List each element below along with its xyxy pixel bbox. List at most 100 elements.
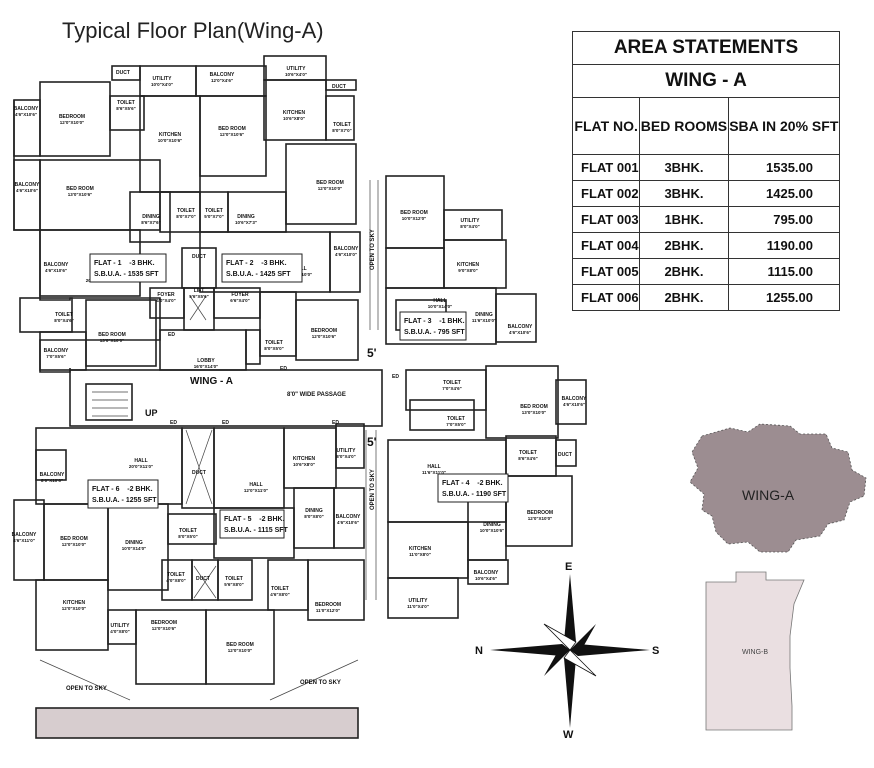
room-name-label: DINING	[475, 312, 493, 318]
compass-needle-east	[564, 574, 576, 650]
room-dimension-label: 12'0"X4'6"	[211, 78, 233, 83]
room-dimension-label: 10'6"X4'0"	[285, 72, 307, 77]
room-dimension-label: 11'0"X8'0"	[409, 552, 431, 557]
room-dimension-label: 12'0"X10'6"	[152, 626, 176, 631]
open-to-sky-label-2: OPEN TO SKY	[300, 680, 341, 686]
compass-needle-north	[490, 644, 570, 656]
room-dimension-label: 8'0"X7'0"	[176, 214, 195, 219]
col-sba: SBA IN 20% SFT	[727, 97, 841, 155]
room-name-label: KITCHEN	[283, 110, 306, 116]
flat-area: S.B.U.A. - 1425 SFT	[226, 271, 291, 278]
room-dimension-label: 7'0"X4'6"	[442, 386, 461, 391]
room-dimension-label: 8'0"X5'0"	[178, 534, 197, 539]
room-name-label: BALCONY	[12, 532, 37, 538]
room-dimension-label: 16'0"X14'0"	[194, 364, 218, 369]
room-dimension-label: 4'6"X10'0"	[335, 252, 357, 257]
room-name-label: TOILET	[117, 100, 135, 106]
room-dimension-label: 10'0"X10'6"	[158, 138, 182, 143]
compass-needle-south	[570, 644, 650, 656]
flat-title: FLAT - 5 -2 BHK.	[224, 516, 285, 523]
room-dimension-label: 4'0"X4'0"	[156, 298, 175, 303]
duct-label-1: DUCT	[116, 70, 130, 76]
duct-label-5: DUCT	[196, 576, 210, 582]
room-name-label: BALCONY	[334, 246, 359, 252]
room-name-label: TOILET	[205, 208, 223, 214]
room-name-label: BED ROOM	[520, 404, 548, 410]
room-name-label: HALL	[249, 482, 262, 488]
room-name-label: DINING	[237, 214, 255, 220]
ed-label-6: ED	[332, 420, 339, 426]
room-dimension-label: 5'0"X7'0"	[204, 214, 223, 219]
room-name-label: LOBBY	[197, 358, 215, 364]
room-dimension-label: 7'0"X5'6"	[46, 354, 65, 359]
key-plan: WING-A WING-B	[689, 423, 867, 731]
flat-title: FLAT - 3 -1 BHK.	[404, 318, 465, 325]
room-name-label: TOILET	[55, 312, 73, 318]
room-name-label: KITCHEN	[293, 456, 316, 462]
five-ft-mark-2: 5'	[367, 435, 377, 449]
room-dimension-label: 9'0"X8'0"	[458, 268, 477, 273]
room-name-label: BED ROOM	[400, 210, 428, 216]
room-name-label: TOILET	[167, 572, 185, 578]
room-name-label: HALL	[433, 298, 446, 304]
duct-label-4: DUCT	[192, 470, 206, 476]
room-dimension-label: 12'0"X10'0"	[62, 542, 86, 547]
room-name-label: BALCONY	[336, 514, 361, 520]
key-plan-wing-b	[705, 571, 805, 731]
compass-needle-west	[564, 650, 576, 728]
room-dimension-label: 11'0"X12'0"	[316, 608, 340, 613]
room-dimension-label: 13'0"X10'0"	[522, 410, 546, 415]
area-statement-table: AREA STATEMENTS WING - A FLAT NO. BED RO…	[571, 31, 841, 311]
flat-label-box	[221, 253, 303, 283]
plan-detail-lines	[39, 180, 379, 701]
room-name-label: DINING	[142, 214, 160, 220]
room-dimension-label: 4'6"X8'0"	[270, 592, 289, 597]
flat-label-box	[219, 509, 285, 539]
room-name-label: BALCONY	[210, 72, 235, 78]
room-dimension-label: 10'0"X4'0"	[151, 82, 173, 87]
page-title: Typical Floor Plan(Wing-A)	[62, 18, 324, 43]
flat-area: S.B.U.A. - 1255 SFT	[92, 497, 157, 504]
room-name-label: BEDROOM	[527, 510, 553, 516]
duct-label-2: DUCT	[332, 84, 346, 90]
room-dimension-label: 6'6"X4'0"	[230, 298, 249, 303]
room-name-label: UTILITY	[287, 66, 307, 72]
room-name-label: BALCONY	[44, 262, 69, 268]
room-dimension-label: 13'0"X10'6"	[68, 192, 92, 197]
flat-title: FLAT - 6 -2 BHK.	[92, 486, 153, 493]
room-dimension-label: 8'6"X5'6"	[116, 106, 135, 111]
room-name-label: TOILET	[447, 416, 465, 422]
room-name-label: BED ROOM	[98, 332, 126, 338]
room-dimension-label: 12'0"X10'0"	[528, 516, 552, 521]
room-name-label: TOILET	[179, 528, 197, 534]
ed-label-5: ED	[222, 420, 229, 426]
room-name-label: TOILET	[177, 208, 195, 214]
room-name-label: KITCHEN	[63, 600, 86, 606]
flat-label-box	[87, 479, 159, 509]
room-dimension-label: 4'6"X10'6"	[337, 520, 359, 525]
table-heading: AREA STATEMENTS	[572, 31, 840, 65]
room-dimension-label: 8'6"X7'6"	[141, 220, 160, 225]
compass-east-label: E	[565, 561, 572, 573]
room-dimension-label: 10'0"X12'0"	[402, 216, 426, 221]
up-label: UP	[145, 408, 158, 418]
room-name-label: UTILITY	[153, 76, 173, 82]
room-name-label: BED ROOM	[60, 536, 88, 542]
flat-title: FLAT - 1 -3 BHK.	[94, 260, 155, 267]
room-dimension-label: 7'0"X5'0"	[446, 422, 465, 427]
room-dimension-label: 8'0"X7'0"	[332, 128, 351, 133]
room-name-label: TOILET	[519, 450, 537, 456]
room-name-label: TOILET	[225, 576, 243, 582]
room-name-label: BALCONY	[508, 324, 533, 330]
flat-labels: FLAT - 1 -3 BHK.S.B.U.A. - 1535 SFTFLAT …	[87, 253, 509, 539]
room-name-label: BALCONY	[562, 396, 587, 402]
room-dimension-label: 12'0"X10'6"	[312, 334, 336, 339]
ed-label-3: ED	[392, 374, 399, 380]
room-dimension-label: 10'6"X4'6"	[475, 576, 497, 581]
room-dimension-label: 10'6"X8'0"	[293, 462, 315, 467]
room-name-label: TOILET	[333, 122, 351, 128]
room-dimension-label: 12'0"X10'0"	[318, 186, 342, 191]
duct-label-6: DUCT	[558, 452, 572, 458]
